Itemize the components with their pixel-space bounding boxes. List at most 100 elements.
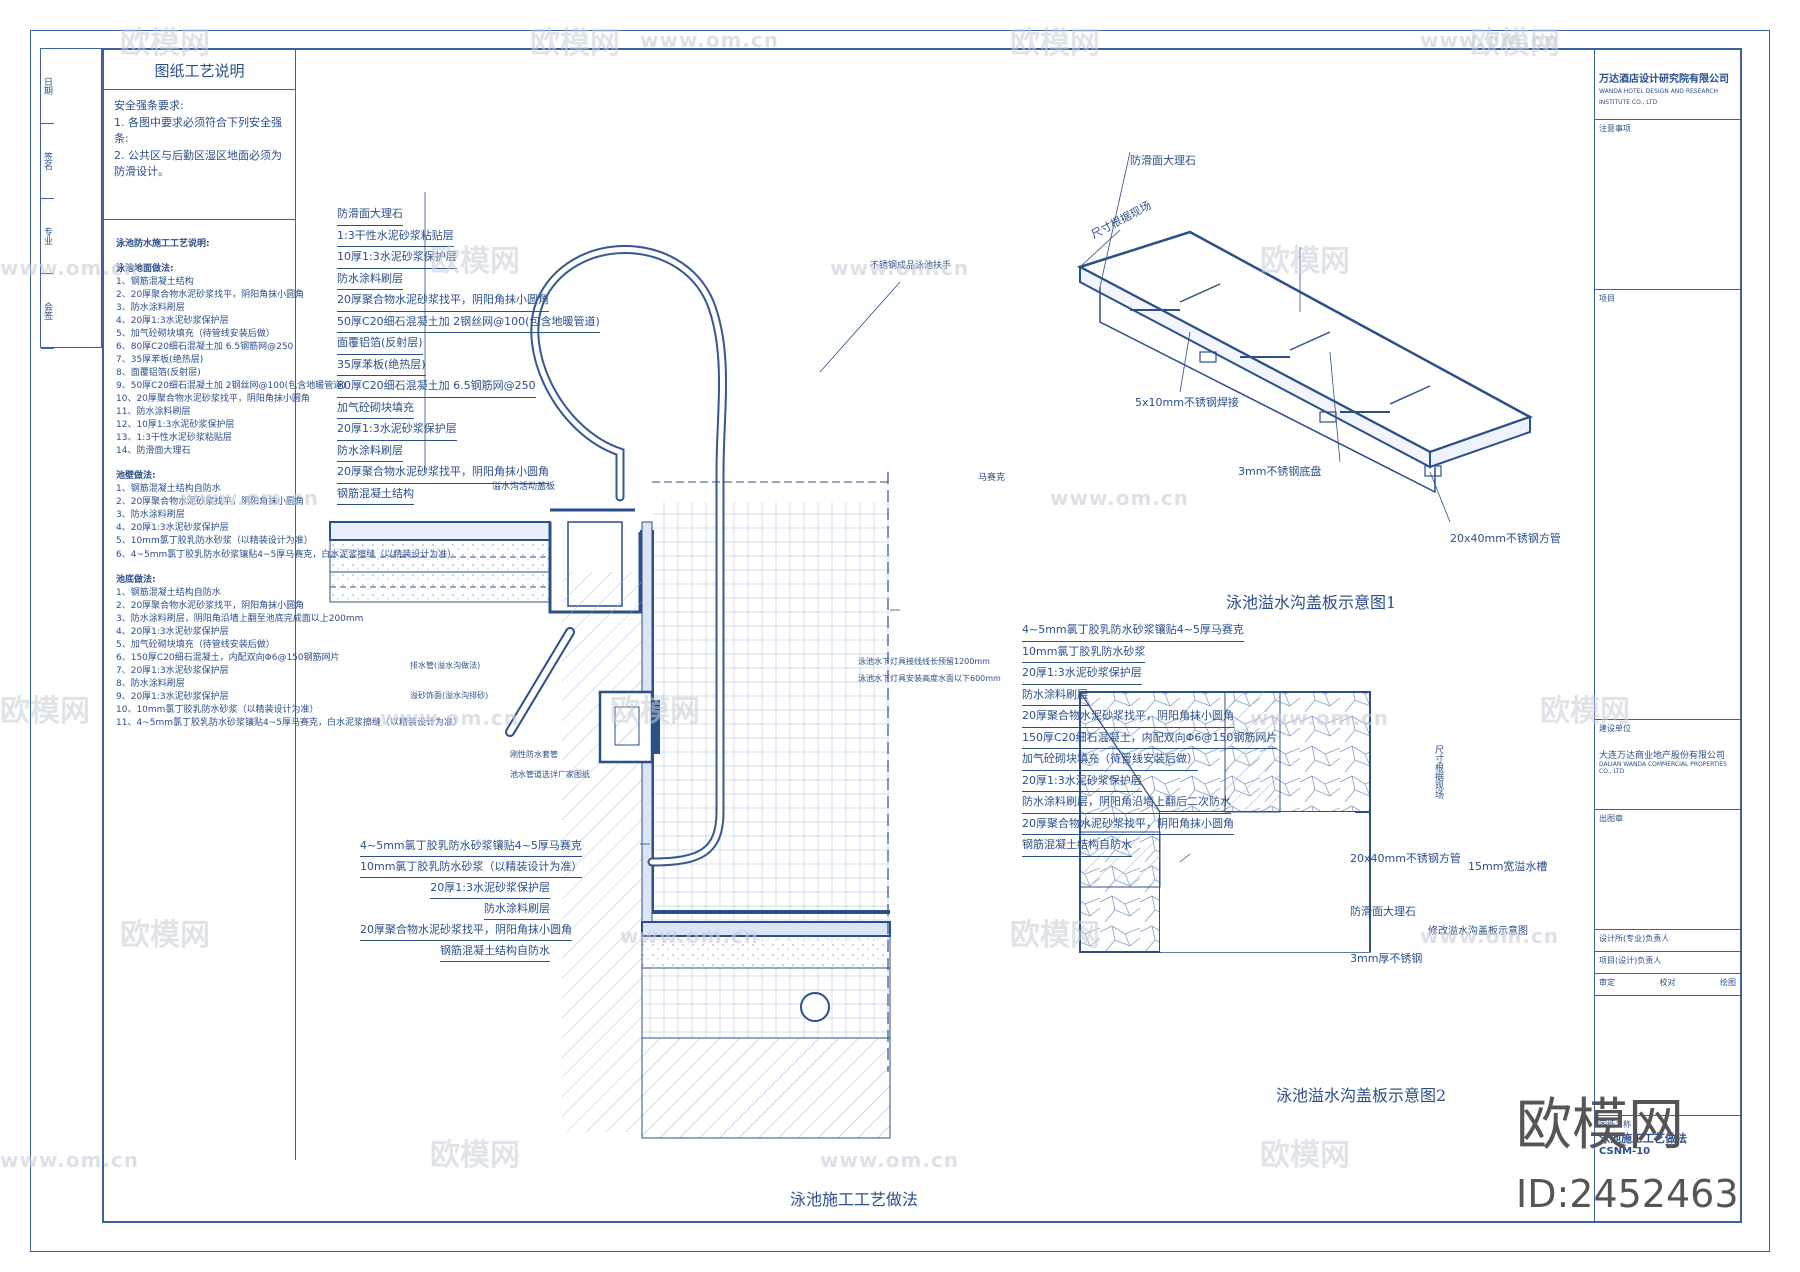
watermark-text: 欧模网 [120, 26, 210, 61]
section-c-title: 池底做法: [116, 574, 156, 585]
watermark-url: www.om.cn [1250, 706, 1390, 730]
tb-sheet-block [1595, 996, 1740, 1116]
d1-marble-label: 防滑面大理石 [1130, 154, 1196, 167]
layer-label: 5、加气砼砌块填充（待管线安装后做） [116, 328, 275, 339]
layer-label: 10、10mm氯丁胶乳防水砂浆（以精装设计为准） [116, 705, 319, 716]
tb-company: 万达酒店设计研究院有限公司 WANDA HOTEL DESIGN AND RES… [1595, 50, 1740, 120]
tb-approval-row: 审定 校对 绘图 [1595, 974, 1740, 996]
tb-responsible: 设计所(专业)负责人 [1595, 930, 1740, 952]
layer-label: 10mm氯丁胶乳防水砂浆 [1022, 642, 1146, 663]
layer-label: 20厚聚合物水泥砂浆找平，阴阳角抹小圆角 [1022, 814, 1234, 835]
tb-review: 审定 [1599, 978, 1615, 987]
layer-label: 35厚苯板(绝热层) [337, 355, 426, 376]
layer-label: 3、防水涂料刷层 [116, 510, 185, 521]
binding-cell: 签名 [41, 124, 54, 199]
layer-label: 钢筋混凝土结构 [337, 484, 414, 505]
layer-label: 加气砼砌块填充（待管线安装后做） [1022, 749, 1198, 771]
layer-label: 8、面覆铝箔(反射层) [116, 367, 201, 378]
watermark-url: www.om.cn [1420, 924, 1560, 948]
tb-sheet-no: CSNM-10 [1599, 1146, 1651, 1157]
watermark-url: www.om.cn [1420, 28, 1560, 52]
tb-draw: 绘图 [1720, 978, 1736, 987]
tb-client-name: 大连万达商业地产股份有限公司 [1599, 751, 1726, 761]
layer-label: 20厚1:3水泥砂浆保护层 [430, 878, 550, 899]
binding-strip: 日期 签名 专业 会签 [40, 48, 102, 349]
layer-label: 10厚1:3水泥砂浆保护层 [337, 247, 457, 269]
watermark-text: 欧模网 [120, 918, 210, 953]
layer-label: 1、钢筋混凝土结构自防水 [116, 484, 221, 495]
tb-stamp: 出图章 [1595, 810, 1740, 930]
light-height-label: 泳池水下灯具安装高度水面以下600mm [858, 674, 1001, 683]
watermark-url: www.om.cn [1050, 486, 1190, 510]
layer-label: 4、20厚1:3水泥砂浆保护层 [116, 626, 229, 637]
d2-steel-label: 3mm厚不锈钢 [1350, 952, 1423, 965]
tb-project: 项目 [1595, 290, 1740, 720]
layer-label: 20厚1:3水泥砂浆保护层 [1022, 771, 1142, 792]
grate-label: 溢水沟活动盖板 [492, 482, 556, 492]
layer-label: 7、20厚1:3水泥砂浆保护层 [116, 665, 229, 676]
layer-label: 20厚聚合物水泥砂浆找平，阴阳角抹小圆角 [337, 462, 549, 484]
notes-panel: 图纸工艺说明 安全强条要求: 1. 各图中要求必须符合下列安全强条: 2. 公共… [104, 50, 462, 1160]
layer-label: 8、防水涂料刷层 [116, 678, 185, 689]
notes-title: 图纸工艺说明 [104, 50, 295, 90]
layer-label: 防滑面大理石 [337, 204, 403, 226]
watermark-text: 欧模网 [1010, 918, 1100, 953]
pool-bottom [641, 921, 891, 1139]
cover-plate-diagram-1 [1076, 151, 1534, 523]
layer-label: 防水涂料刷层 [337, 269, 403, 290]
d2-tube-label: 20x40mm不锈钢方管 [1350, 852, 1461, 865]
layer-label: 2、20厚聚合物水泥砂浆找平，阴阳角抹小圆角 [116, 497, 305, 508]
layer-label: 面覆铝箔(反射层) [337, 333, 423, 355]
layer-label: 20厚聚合物水泥砂浆找平，阴阳角抹小圆角 [337, 290, 549, 312]
tb-company-en: WANDA HOTEL DESIGN AND RESEARCH INSTITUT… [1599, 88, 1719, 106]
tb-project-lead: 项目(设计)负责人 [1595, 952, 1740, 974]
layer-label: 1、钢筋混凝土结构 [116, 276, 194, 287]
layer-label: 9、50厚C20细石混凝土加 2钢丝网@100(包含地暖管道) [116, 380, 346, 391]
deck-slab [329, 521, 551, 603]
light-wire-label: 泳池水下灯具接线线长预留1200mm [858, 657, 990, 666]
underwater-light [598, 690, 660, 764]
layer-label: 钢筋混凝土结构自防水 [440, 941, 550, 962]
brand-id: ID:2452463 [1516, 1172, 1739, 1216]
watermark-url: www.om.cn [620, 924, 760, 948]
sheet-inner-border [102, 48, 1742, 1223]
layer-label: 6、4~5mm氯丁胶乳防水砂浆镶贴4~5厚马赛克，白水泥浆擦缝（以精装设计为准） [116, 549, 457, 560]
d2-size-label: 尺寸根据现场 [1433, 745, 1443, 799]
layer-label: 14、防滑面大理石 [116, 446, 191, 457]
watermark-url: www.om.cn [830, 256, 970, 280]
layer-label: 7、35厚苯板(绝热层) [116, 354, 204, 365]
d1-tray-label: 3mm不锈钢底盘 [1238, 465, 1322, 478]
tb-client: 建设单位 大连万达商业地产股份有限公司 DALIAN WANDA COMMERC… [1595, 720, 1740, 810]
tb-company-name: 万达酒店设计研究院有限公司 [1599, 74, 1729, 85]
process-title: 泳池防水施工工艺说明: [116, 238, 210, 249]
d1-tube-label: 20x40mm不锈钢方管 [1450, 532, 1561, 545]
d1-weld-label: 5x10mm不锈钢焊接 [1135, 396, 1239, 409]
tb-sheet-name: 泳池施工工艺做法 [1599, 1132, 1687, 1145]
safety-item: 1. 各图中要求必须符合下列安全强条: [114, 115, 282, 146]
layer-label: 4、20厚1:3水泥砂浆保护层 [116, 523, 229, 534]
layer-label: 1:3干性水泥砂浆粘贴层 [337, 226, 454, 247]
cover-plate-diagram-2 [1079, 691, 1371, 953]
layer-label: 5、10mm氯丁胶乳防水砂浆（以精装设计为准） [116, 536, 313, 547]
watermark-url: www.om.cn [820, 1148, 960, 1172]
layer-label: 20厚聚合物水泥砂浆找平，阴阳角抹小圆角 [360, 920, 572, 941]
tb-client-head: 建设单位 [1599, 724, 1631, 733]
layer-label: 4、20厚1:3水泥砂浆保护层 [116, 315, 229, 326]
binding-cell: 会签 [41, 274, 54, 349]
layer-label: 6、150厚C20细石混凝土，内配双向Φ6@150钢筋网片 [116, 652, 340, 663]
watermark-text: 欧模网 [430, 1138, 520, 1173]
mosaic-label: 马赛克 [978, 473, 1006, 483]
watermark-url: www.om.cn [640, 28, 780, 52]
watermark-url: www.om.cn [0, 256, 140, 280]
layer-label: 2、20厚聚合物水泥砂浆找平，阴阳角抹小圆角 [116, 600, 305, 611]
layer-label: 11、4~5mm氯丁胶乳防水砂浆镶贴4~5厚马赛克，白水泥浆擦缝（以精装设计为准… [116, 718, 462, 729]
watermark-text: 欧模网 [1540, 694, 1630, 729]
layer-label: 13、1:3干性水泥砂浆粘贴层 [116, 433, 232, 444]
pipe-label: 池水管道选详厂家图纸 [510, 770, 590, 779]
layer-label: 20厚1:3水泥砂浆保护层 [1022, 663, 1142, 685]
sleeve-label: 刚性防水套管 [510, 750, 558, 759]
layer-label: 防水涂料刷层 [337, 441, 403, 462]
